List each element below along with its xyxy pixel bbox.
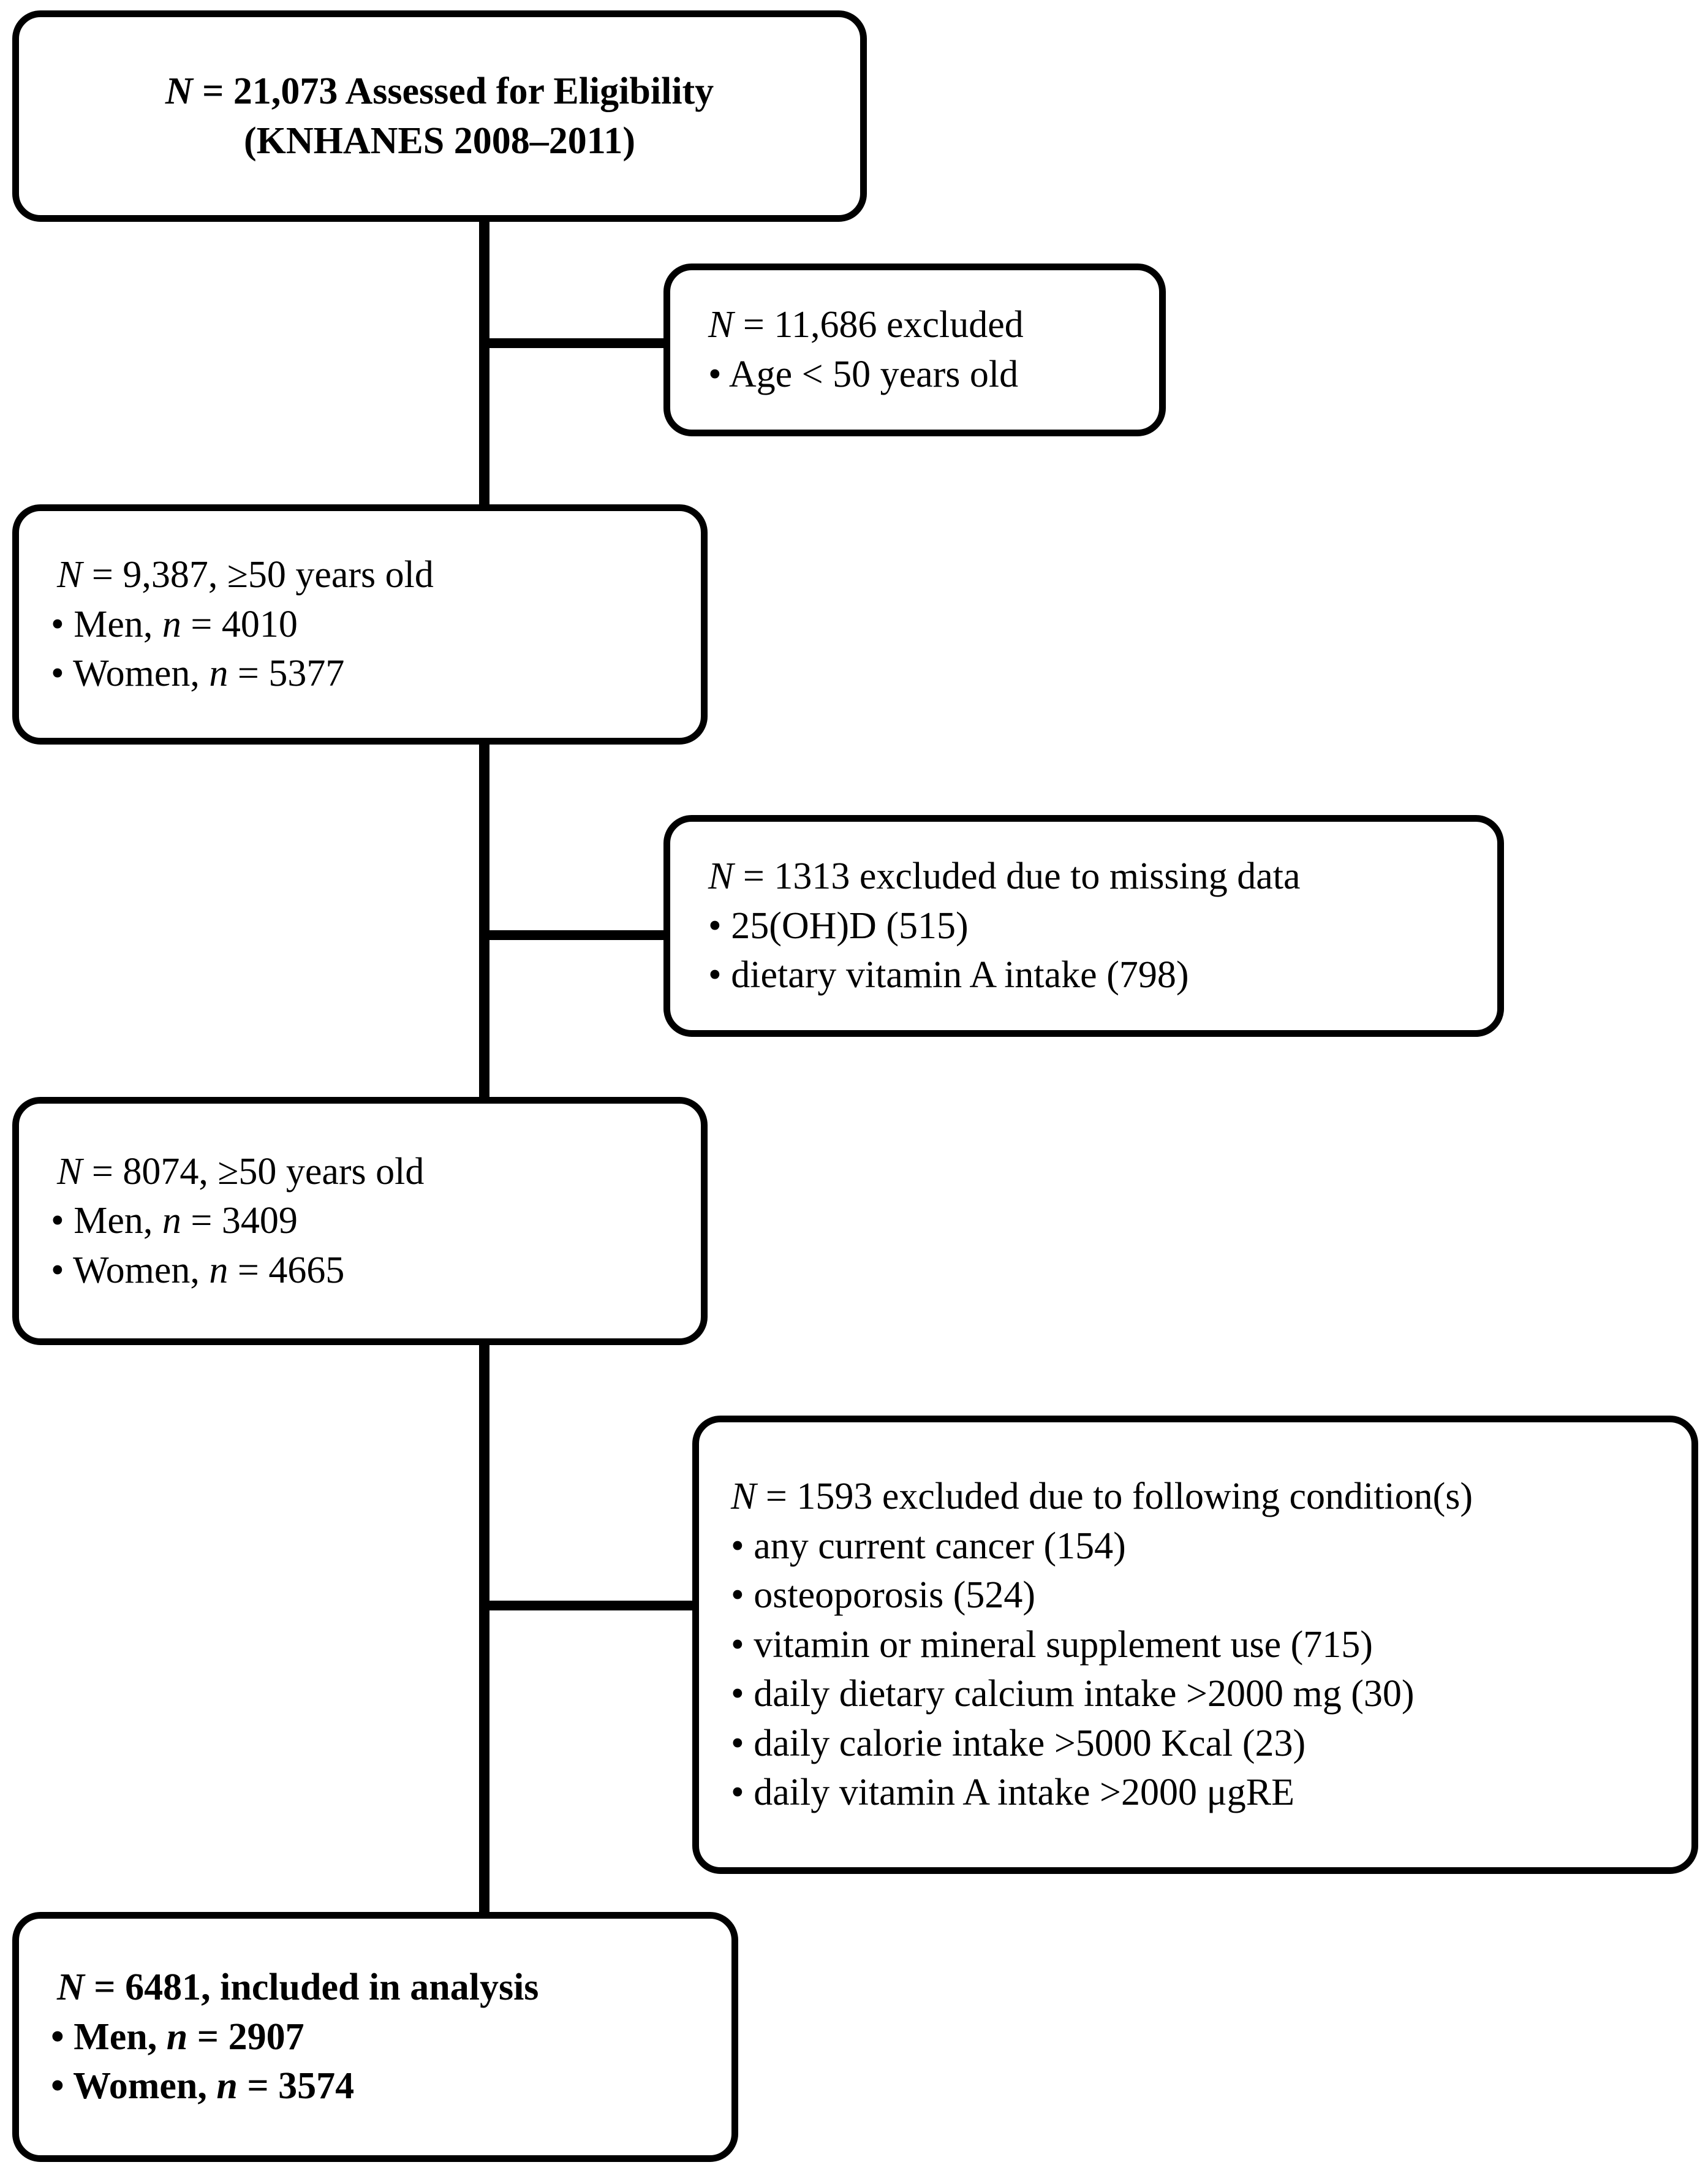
assessed-line-1-rest: = 21,073 Assessed for Eligibility	[192, 70, 714, 112]
age50-women-value: = 5377	[228, 653, 345, 695]
node-excluded-age[interactable]: N = 11,686 excluded • Age < 50 years old	[663, 264, 1166, 436]
remaining8074-bullet-men: • Men, n = 3409	[19, 1196, 298, 1246]
excluded-conditions-bullet-1-text: any current cancer (154)	[754, 1525, 1126, 1567]
excluded-age-bullet-1-text: Age < 50 years old	[728, 354, 1019, 395]
bullet-icon: •	[708, 904, 722, 947]
excluded-conditions-bullet-4-text: daily dietary calcium intake >2000 mg (3…	[754, 1673, 1415, 1715]
age50-women-label: Women,	[73, 653, 210, 695]
included-header-rest: = 6481, included in analysis	[84, 1966, 539, 2009]
excluded-conditions-bullet-6: • daily vitamin A intake >2000 μgRE	[699, 1768, 1294, 1818]
excluded-conditions-bullet-3-text: vitamin or mineral supplement use (715)	[754, 1623, 1373, 1666]
age50-bullet-men: • Men, n = 4010	[19, 600, 298, 650]
age50-header-rest: = 9,387, ≥50 years old	[82, 554, 434, 596]
bullet-icon: •	[731, 1574, 744, 1617]
assessed-line-1: N = 21,073 Assessed for Eligibility	[141, 67, 738, 116]
bullet-icon: •	[51, 2065, 64, 2107]
included-men-n-symbol: n	[166, 2016, 188, 2058]
included-men-value: = 2907	[187, 2016, 304, 2058]
included-bullet-women: • Women, n = 3574	[19, 2061, 354, 2111]
excluded-age-header: N = 11,686 excluded	[670, 300, 1024, 350]
excluded-conditions-bullet-5-text: daily calorie intake >5000 Kcal (23)	[754, 1722, 1306, 1764]
assessed-n-symbol: N	[165, 70, 193, 112]
excluded-conditions-bullet-4: • daily dietary calcium intake >2000 mg …	[699, 1669, 1415, 1719]
remaining8074-header-rest: = 8074, ≥50 years old	[82, 1150, 425, 1193]
included-women-n-symbol: n	[216, 2065, 238, 2107]
excluded-conditions-bullet-2-text: osteoporosis (524)	[754, 1574, 1036, 1617]
excluded-conditions-bullet-3: • vitamin or mineral supplement use (715…	[699, 1620, 1373, 1670]
remaining8074-men-label: Men,	[74, 1200, 162, 1242]
excluded-age-bullet-1: • Age < 50 years old	[670, 350, 1018, 400]
remaining8074-bullet-women: • Women, n = 4665	[19, 1246, 344, 1295]
trunk-line-segment-2	[479, 740, 489, 1099]
excluded-conditions-bullet-5: • daily calorie intake >5000 Kcal (23)	[699, 1719, 1306, 1769]
assessed-line-2: (KNHANES 2008–2011)	[244, 119, 635, 162]
branch-line-to-excluded-age	[479, 338, 666, 348]
bullet-icon: •	[51, 603, 64, 645]
node-remaining-8074[interactable]: N = 8074, ≥50 years old • Men, n = 3409 …	[12, 1097, 708, 1345]
age50-n-symbol: N	[57, 554, 83, 596]
age50-women-n-symbol: n	[209, 653, 229, 695]
bullet-icon: •	[708, 354, 722, 395]
included-men-label: Men,	[74, 2016, 167, 2058]
excluded-conditions-bullet-6-text: daily vitamin A intake >2000 μgRE	[754, 1772, 1294, 1814]
age50-bullet-women: • Women, n = 5377	[19, 649, 344, 699]
age50-men-value: = 4010	[181, 603, 298, 645]
remaining8074-men-n-symbol: n	[162, 1200, 181, 1242]
bullet-icon: •	[708, 954, 722, 996]
included-women-value: = 3574	[237, 2065, 355, 2107]
excluded-missing-bullet-1-text: 25(OH)D (515)	[731, 904, 969, 947]
trunk-line-segment-1	[479, 218, 489, 508]
age50-men-n-symbol: n	[162, 603, 181, 645]
remaining8074-women-label: Women,	[73, 1249, 210, 1291]
included-bullet-men: • Men, n = 2907	[19, 2012, 304, 2062]
bullet-icon: •	[731, 1623, 744, 1666]
included-women-label: Women,	[73, 2065, 217, 2107]
excluded-age-n-symbol: N	[708, 304, 734, 346]
excluded-conditions-header-rest: = 1593 excluded due to following conditi…	[756, 1475, 1473, 1517]
excluded-conditions-header: N = 1593 excluded due to following condi…	[699, 1472, 1473, 1522]
age50-header: N = 9,387, ≥50 years old	[19, 550, 434, 600]
bullet-icon: •	[731, 1772, 744, 1814]
node-included-in-analysis[interactable]: N = 6481, included in analysis • Men, n …	[12, 1912, 738, 2162]
bullet-icon: •	[51, 2016, 64, 2058]
node-excluded-missing-data[interactable]: N = 1313 excluded due to missing data • …	[663, 815, 1504, 1037]
bullet-icon: •	[51, 653, 64, 695]
bullet-icon: •	[731, 1673, 744, 1715]
remaining8074-n-symbol: N	[57, 1150, 83, 1193]
node-age-50-and-over[interactable]: N = 9,387, ≥50 years old • Men, n = 4010…	[12, 504, 708, 745]
excluded-missing-header-rest: = 1313 excluded due to missing data	[733, 855, 1301, 898]
excluded-missing-bullet-1: • 25(OH)D (515)	[670, 901, 969, 951]
excluded-missing-bullet-2: • dietary vitamin A intake (798)	[670, 950, 1189, 1000]
excluded-conditions-bullet-2: • osteoporosis (524)	[699, 1571, 1035, 1620]
excluded-conditions-bullet-1: • any current cancer (154)	[699, 1522, 1126, 1571]
excluded-missing-header: N = 1313 excluded due to missing data	[670, 852, 1301, 901]
remaining8074-women-n-symbol: n	[209, 1249, 229, 1291]
age50-men-label: Men,	[74, 603, 162, 645]
branch-line-to-excluded-missing	[479, 930, 666, 940]
bullet-icon: •	[51, 1200, 64, 1242]
branch-line-to-excluded-conditions	[479, 1601, 697, 1610]
bullet-icon: •	[51, 1249, 64, 1291]
excluded-age-header-rest: = 11,686 excluded	[733, 304, 1024, 346]
included-n-symbol: N	[57, 1966, 85, 2009]
excluded-missing-bullet-2-text: dietary vitamin A intake (798)	[731, 954, 1189, 996]
remaining8074-header: N = 8074, ≥50 years old	[19, 1147, 424, 1197]
node-assessed-for-eligibility[interactable]: N = 21,073 Assessed for Eligibility (KNH…	[12, 10, 867, 222]
remaining8074-women-value: = 4665	[228, 1249, 345, 1291]
node-excluded-conditions[interactable]: N = 1593 excluded due to following condi…	[692, 1416, 1698, 1874]
bullet-icon: •	[731, 1525, 744, 1567]
bullet-icon: •	[731, 1722, 744, 1764]
excluded-conditions-n-symbol: N	[731, 1475, 757, 1517]
trunk-line-segment-3	[479, 1341, 489, 1917]
included-header: N = 6481, included in analysis	[19, 1963, 538, 2012]
excluded-missing-n-symbol: N	[708, 855, 734, 898]
remaining8074-men-value: = 3409	[181, 1200, 298, 1242]
